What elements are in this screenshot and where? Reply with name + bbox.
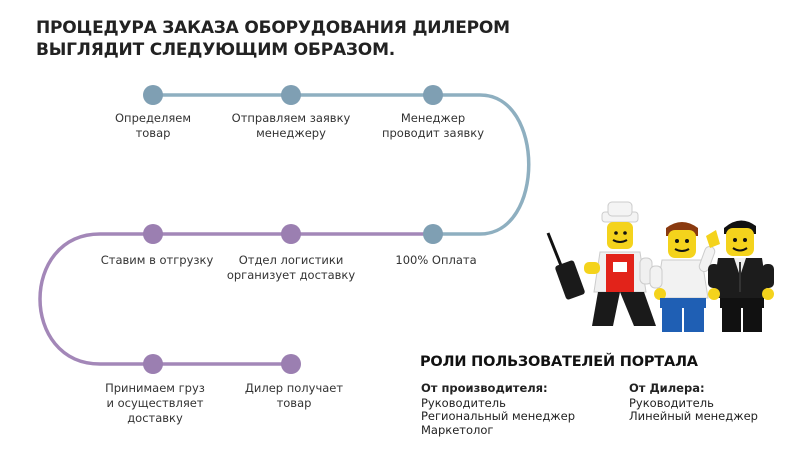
roles-manufacturer: От производителя: Руководитель Региональ… [421,381,576,437]
step-label-4: 100% Оплата [361,253,511,268]
step-node-3 [423,85,443,105]
page-title: ПРОЦЕДУРА ЗАКАЗА ОБОРУДОВАНИЯ ДИЛЕРОМ ВЫ… [36,17,536,61]
page-title-line-2: ВЫГЛЯДИТ СЛЕДУЮЩИМ ОБРАЗОМ. [36,40,396,60]
step-label-7-line-3: доставку [127,411,183,425]
walkie-talkie-icon [546,232,585,300]
roles-title: РОЛИ ПОЛЬЗОВАТЕЛЕЙ ПОРТАЛА [420,354,698,370]
roles-manufacturer-heading: От производителя: [421,381,548,395]
step-label-2: Отправляем заявку менеджеру [216,111,366,141]
step-node-8 [281,354,301,374]
step-label-2-line-1: Отправляем заявку [231,111,351,125]
step-node-4 [423,224,443,244]
step-label-2-line-2: менеджеру [256,126,326,140]
step-label-5-line-1: Отдел логистики [238,253,344,267]
step-label-5: Отдел логистики организует доставку [216,253,366,283]
minifigure-business [708,220,774,332]
step-label-1-line-1: Определяем [115,111,191,125]
page-title-line-1: ПРОЦЕДУРА ЗАКАЗА ОБОРУДОВАНИЯ ДИЛЕРОМ [36,18,510,38]
minifigure-casual [649,222,720,332]
process-line-upper [153,93,531,236]
role-item: Линейный менеджер [629,409,758,423]
step-label-8: Дилер получает товар [219,381,369,411]
step-label-1-line-2: товар [135,126,171,140]
step-label-1: Определяем товар [78,111,228,141]
step-label-3-line-2: проводит заявку [381,126,485,140]
step-label-6: Ставим в отгрузку [82,253,232,268]
role-item: Региональный менеджер [421,409,576,423]
role-item: Руководитель [629,395,714,410]
minifigures-illustration [546,201,774,332]
step-label-3: Менеджер проводит заявку [358,111,508,141]
step-label-8-line-1: Дилер получает [244,381,344,395]
step-label-8-line-2: товар [276,396,312,410]
step-label-7-line-2: и осуществляет [106,396,204,410]
step-label-7: Принимаем груз и осуществляет доставку [80,381,230,426]
role-item: Руководитель [421,395,506,410]
step-label-3-line-1: Менеджер [400,111,466,125]
roles-dealer: От Дилера: Руководитель Линейный менедже… [629,381,758,424]
step-node-7 [143,354,163,374]
step-node-1 [143,85,163,105]
step-label-4-line-1: 100% Оплата [395,253,477,267]
step-node-5 [281,224,301,244]
process-line-lower [38,232,433,366]
role-item: Маркетолог [421,422,494,437]
minifigure-chef [584,201,656,326]
roles-dealer-heading: От Дилера: [629,381,705,395]
step-node-6 [143,224,163,244]
step-label-5-line-2: организует доставку [226,268,356,282]
step-node-2 [281,85,301,105]
step-label-7-line-1: Принимаем груз [105,381,205,395]
step-label-6-line-1: Ставим в отгрузку [100,253,214,267]
